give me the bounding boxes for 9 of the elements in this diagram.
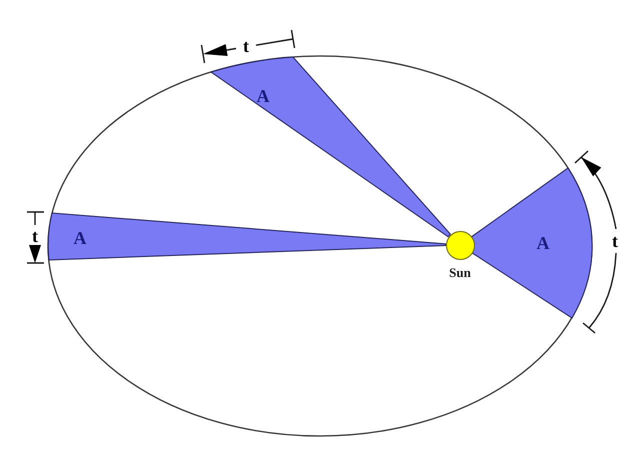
time-label: t <box>243 37 249 55</box>
area-label: A <box>74 229 86 247</box>
time-label: t <box>612 232 618 250</box>
area-label: A <box>536 234 550 252</box>
area-sector <box>470 167 593 319</box>
sun-label: Sun <box>449 266 471 278</box>
time-label: t <box>32 227 38 245</box>
area-label: A <box>256 87 270 105</box>
area-sector <box>47 212 447 261</box>
